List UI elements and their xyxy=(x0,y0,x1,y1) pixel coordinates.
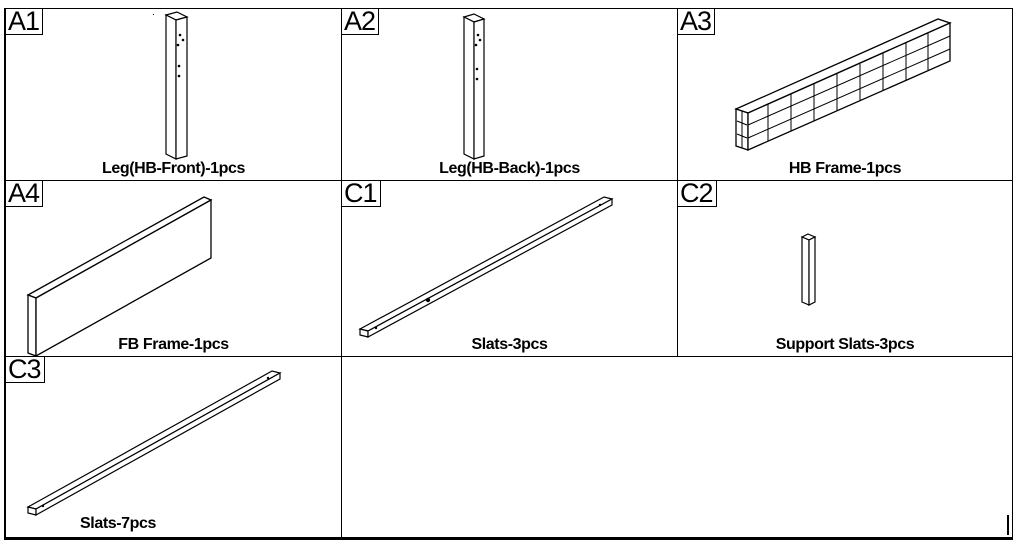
stray-dot: . xyxy=(152,7,155,18)
leg-back-icon xyxy=(342,9,678,181)
part-code: C3 xyxy=(6,356,45,383)
part-cell-a4: A4 FB Frame-1pcs xyxy=(6,180,342,357)
part-label: HB Frame-1pcs xyxy=(788,160,902,177)
corner-mark xyxy=(1007,515,1009,535)
part-cell-c1: C1 Slats-3pcs xyxy=(342,180,678,357)
parts-list-sheet: . A1 Leg(HB-Front)-1pcs A2 xyxy=(4,8,1013,540)
part-cell-c2: C2 Support Slats-3pcs xyxy=(678,180,1013,357)
part-code: C2 xyxy=(678,180,717,207)
part-cell-a1: A1 Leg(HB-Front)-1pcs xyxy=(6,8,342,181)
slat-icon xyxy=(342,181,678,357)
support-slat-icon xyxy=(678,181,1013,357)
fb-frame-icon xyxy=(6,181,342,357)
hb-frame-icon xyxy=(678,9,1013,181)
part-code: A3 xyxy=(678,8,716,35)
part-code: A4 xyxy=(6,180,44,207)
leg-front-icon xyxy=(6,9,342,181)
part-label: Support Slats-3pcs xyxy=(775,336,915,353)
part-cell-a3: A3 xyxy=(678,8,1013,181)
part-code: A2 xyxy=(342,8,380,35)
part-code: C1 xyxy=(342,180,381,207)
part-label: Leg(HB-Front)-1pcs xyxy=(101,160,245,177)
part-cell-a2: A2 Leg(HB-Back)-1pcs xyxy=(342,8,678,181)
part-label: Slats-3pcs xyxy=(471,336,548,353)
part-label: Slats-7pcs xyxy=(80,515,157,532)
part-label: Leg(HB-Back)-1pcs xyxy=(439,160,580,177)
part-label: FB Frame-1pcs xyxy=(118,336,229,353)
part-code: A1 xyxy=(6,8,44,35)
part-cell-c3: C3 Slats-7pcs xyxy=(6,356,342,538)
slat-icon xyxy=(6,357,342,538)
